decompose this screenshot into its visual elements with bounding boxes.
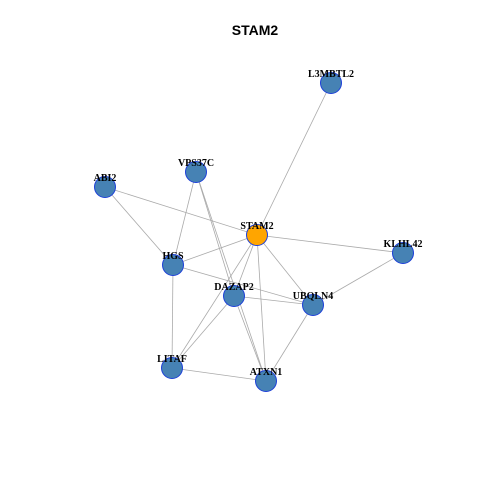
edge-stam2-atxn1 xyxy=(256,234,267,382)
node-circle xyxy=(223,285,245,307)
node-label: KLHL42 xyxy=(384,239,423,250)
node-klhl42: KLHL42 xyxy=(384,239,423,264)
edge-vps37c-atxn1 xyxy=(195,171,267,382)
node-label: L3MBTL2 xyxy=(308,69,354,80)
node-label: LITAF xyxy=(157,354,187,365)
node-circle xyxy=(161,357,183,379)
edge-vps37c-dazap2 xyxy=(195,171,235,297)
edges-layer xyxy=(104,82,404,382)
edge-stam2-ubqln4 xyxy=(256,234,314,306)
node-hgs: HGS xyxy=(162,251,184,276)
node-circle xyxy=(94,176,116,198)
node-label: DAZAP2 xyxy=(214,282,253,293)
edge-dazap2-atxn1 xyxy=(233,295,267,382)
node-litaf: LITAF xyxy=(157,354,187,379)
edge-litaf-atxn1 xyxy=(171,367,267,382)
node-stam2: STAM2 xyxy=(240,221,274,246)
node-label: VPS37C xyxy=(178,158,214,169)
node-label: HGS xyxy=(162,251,184,262)
edge-ubqln4-klhl42 xyxy=(312,252,404,306)
node-label: STAM2 xyxy=(240,221,273,232)
node-circle xyxy=(162,254,184,276)
node-circle xyxy=(302,294,324,316)
edge-stam2-hgs xyxy=(172,234,258,266)
node-circle xyxy=(320,72,342,94)
node-l3mbtl2: L3MBTL2 xyxy=(308,69,354,94)
node-circle xyxy=(255,370,277,392)
edge-stam2-litaf xyxy=(171,234,258,369)
node-vps37c: VPS37C xyxy=(178,158,214,183)
edge-hgs-litaf xyxy=(171,264,174,369)
node-label: UBQLN4 xyxy=(293,291,334,302)
node-circle xyxy=(185,161,207,183)
node-circle xyxy=(392,242,414,264)
node-label: ATXN1 xyxy=(250,367,283,378)
edge-abi2-hgs xyxy=(104,186,174,266)
node-atxn1: ATXN1 xyxy=(250,367,283,392)
node-circle xyxy=(246,224,268,246)
node-ubqln4: UBQLN4 xyxy=(293,291,334,316)
node-abi2: ABI2 xyxy=(94,173,117,198)
node-dazap2: DAZAP2 xyxy=(214,282,254,307)
edge-vps37c-hgs xyxy=(172,171,197,266)
edge-hgs-ubqln4 xyxy=(172,264,314,306)
edge-stam2-klhl42 xyxy=(256,234,404,254)
edge-ubqln4-atxn1 xyxy=(265,304,314,382)
edge-dazap2-ubqln4 xyxy=(233,295,314,306)
edge-stam2-abi2 xyxy=(104,186,258,236)
diagram-title: STAM2 xyxy=(232,22,279,38)
edge-stam2-l3mbtl2 xyxy=(256,82,332,236)
edge-dazap2-litaf xyxy=(171,295,235,369)
node-label: ABI2 xyxy=(94,173,117,184)
